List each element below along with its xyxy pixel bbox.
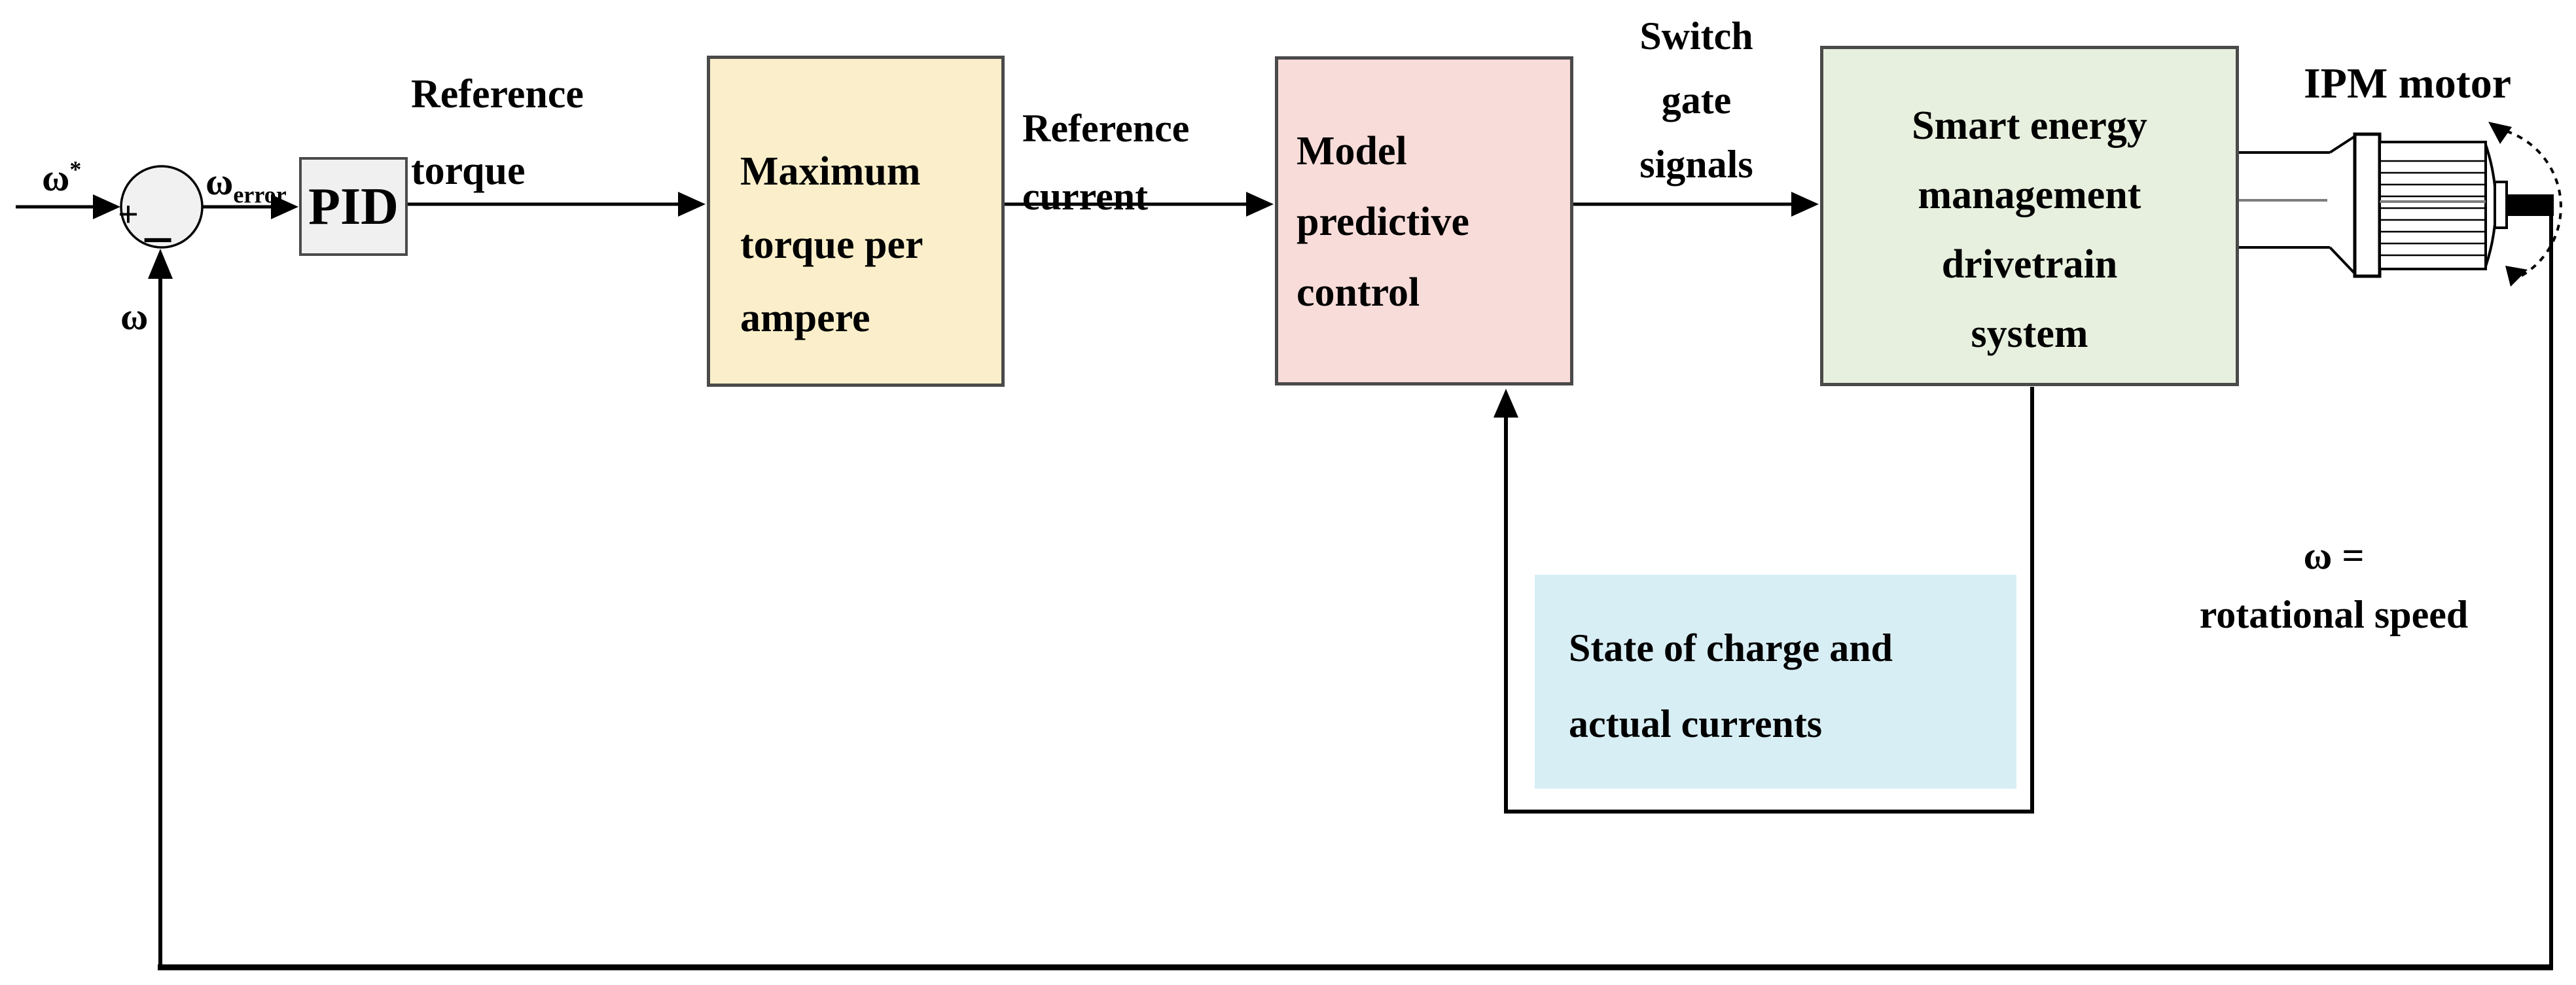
- mpc-line2: predictive: [1297, 200, 1470, 244]
- mpc-block: Model predictive control: [1275, 56, 1573, 385]
- soc-line1: State of charge and: [1569, 626, 1893, 670]
- switch-gate-signals-label: Switch gate signals: [1639, 14, 1753, 186]
- ipm-motor-icon: [2239, 122, 2562, 287]
- summing-junction: [120, 165, 204, 249]
- sems-line3: drivetrain: [1941, 242, 2118, 287]
- sems-line1: Smart energy: [1912, 103, 2147, 148]
- omega-ref-superscript: *: [69, 156, 82, 183]
- mtpa-line2: torque per: [740, 223, 923, 267]
- omega-error-label: ωerror: [206, 160, 287, 208]
- mtpa-block: Maximum torque per ampere: [707, 56, 1005, 387]
- pid-label: PID: [308, 177, 399, 236]
- sems-line2: management: [1918, 173, 2141, 217]
- mpc-line1: Model: [1297, 129, 1407, 173]
- pid-block: PID: [299, 157, 408, 256]
- soc-line2: actual currents: [1569, 702, 1823, 745]
- summing-plus-sign: +: [118, 194, 139, 235]
- omega-ref-label: ω*: [42, 156, 82, 200]
- omega-feedback-label: ω: [120, 295, 149, 338]
- arrowheads: [93, 192, 1819, 418]
- reference-torque-label: Reference torque: [411, 72, 584, 193]
- ipm-motor-label: IPM motor: [2304, 60, 2512, 107]
- sems-block: Smart energy management drivetrain syste…: [1820, 46, 2239, 386]
- mtpa-line1: Maximum: [740, 149, 921, 194]
- sems-line4: system: [1971, 312, 2088, 356]
- omega-error-subscript: error: [233, 181, 287, 208]
- mpc-line3: control: [1297, 270, 1420, 315]
- mtpa-line3: ampere: [740, 296, 870, 340]
- reference-current-label: Reference current: [1022, 107, 1190, 218]
- summing-minus-sign: −: [141, 209, 175, 272]
- rotational-speed-label: ω = rotational speed: [2199, 534, 2469, 636]
- soc-block: State of charge and actual currents: [1535, 575, 2016, 789]
